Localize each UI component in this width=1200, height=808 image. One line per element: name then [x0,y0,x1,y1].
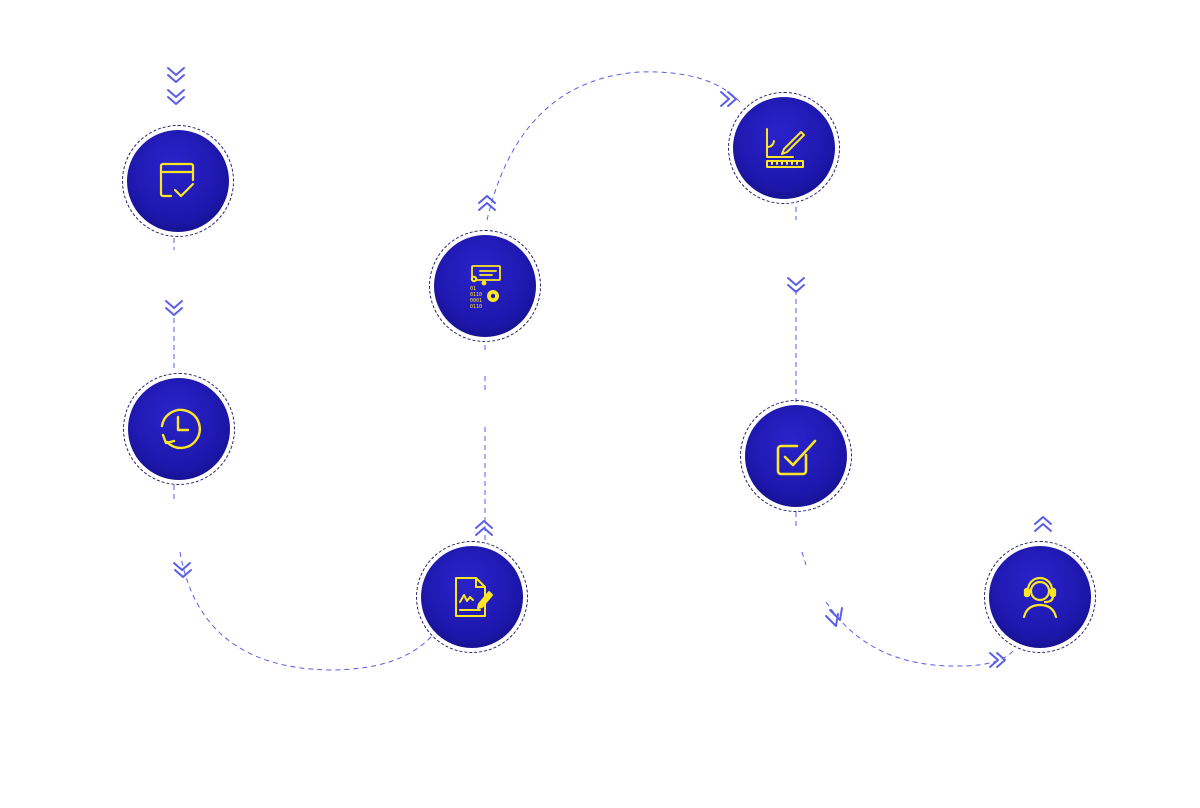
chevron-double-up-icon [1034,516,1052,532]
checkbox-check-icon [776,439,817,476]
connector-6c [825,601,1015,667]
chevron-double-up-icon [475,520,493,536]
chevron-double-down-icon [787,277,805,293]
chevron-double-right-icon [720,91,737,107]
step-node-3 [416,541,528,653]
connector-lines [173,71,1015,671]
step-node-7 [984,541,1096,653]
connector-6b [801,551,807,566]
chevron-double-down-icon [167,67,185,105]
svg-text:0001: 0001 [470,298,482,304]
chevron-double-down-right-icon [825,607,843,627]
chevron-double-right-icon [989,652,1006,668]
calendar-check-icon [159,162,195,198]
support-agent-icon [1022,576,1058,619]
code-settings-icon: 01 0110 0001 0110 [470,265,501,310]
clock-history-icon [160,408,201,450]
svg-text:01: 01 [470,286,476,292]
svg-text:0110: 0110 [470,292,482,298]
connector-4 [486,71,741,221]
chevron-double-up-icon [478,195,496,211]
step-node-1 [122,125,234,237]
chevron-double-down-icon [165,300,183,316]
chevrons [165,67,1052,668]
connector-2b [179,551,433,671]
svg-text:0110: 0110 [470,304,482,310]
chevron-double-down-icon [173,562,192,578]
step-node-6 [740,400,852,512]
step-node-2 [123,373,235,485]
step-node-4: 01 0110 0001 0110 [429,230,541,342]
signed-document-icon [455,577,493,617]
design-ruler-pen-icon [766,128,805,168]
step-node-5 [728,92,840,204]
